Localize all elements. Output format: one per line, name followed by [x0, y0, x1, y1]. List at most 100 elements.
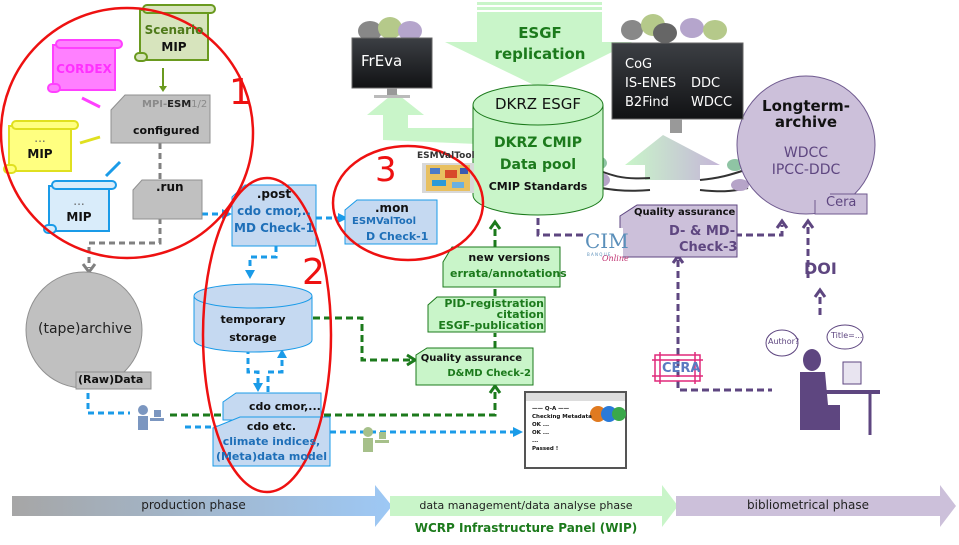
arrowhead — [775, 218, 789, 229]
pid-label: PID-registration citation ESGF-publicati… — [438, 297, 544, 332]
phase-label-bibliometrical: bibliometrical phase — [747, 498, 869, 512]
qa3-line1: D- & MD- — [669, 224, 736, 239]
thought-title: Title=... — [831, 331, 863, 340]
highlight-ellipse-3 — [331, 144, 485, 262]
cordex-arrow — [81, 96, 101, 109]
esgf-replication-arrow — [445, 2, 632, 88]
datapool-label: DKRZ CMIP Data pool — [494, 135, 582, 173]
yellow-mip-arrow — [79, 135, 101, 145]
cim-logo-sub: B A N Q U E — [587, 252, 611, 257]
new-versions-label: new versions errata/annotations — [450, 251, 567, 280]
arrowhead — [338, 213, 348, 223]
marker-3: 3 — [375, 150, 397, 190]
blue-mip-label: ... MIP — [49, 193, 109, 225]
arrowhead — [488, 383, 502, 394]
freva-monitor — [351, 17, 433, 98]
card-cdo-front — [212, 416, 331, 467]
arrowhead — [488, 219, 502, 230]
scroll-yellow-mip — [3, 120, 79, 174]
arrowhead — [277, 349, 287, 358]
arrowhead — [801, 218, 815, 229]
longterm-archive-shape — [736, 75, 876, 215]
post-card-text: .post cdo cmor,.. MD Check-1 — [232, 186, 316, 237]
card-post — [231, 184, 317, 247]
marker-2: 2 — [302, 252, 325, 293]
user-at-desk-icon — [363, 427, 389, 452]
highlight-ellipse-1 — [0, 6, 255, 260]
scenario-label: Scenario — [144, 23, 204, 37]
freva-label: FrEva — [361, 52, 403, 70]
card-qa2 — [415, 347, 534, 386]
yellow-mip-ellipsis: ... — [34, 131, 46, 145]
user-at-desk-icon — [138, 405, 164, 430]
phase-label-production: production phase — [141, 498, 246, 512]
phase-arrow-bibliometrical — [676, 485, 956, 527]
marker-1: 1 — [229, 72, 252, 113]
tape-archive-label: (tape)archive — [38, 321, 132, 337]
arrowhead — [245, 270, 255, 279]
card-pid — [427, 296, 546, 333]
phase-arrow-data-management — [390, 485, 678, 527]
qa2-label: Quality assurance D&MD Check-2 — [420, 353, 531, 379]
footer-wip-label: WCRP Infrastructure Panel (WIP) — [414, 521, 638, 535]
purple-flow-connector — [536, 218, 822, 392]
mon-line2: D Check-1 — [366, 230, 429, 243]
qa-report-text: —— Q-A —— Checking Metadata OK ... OK ..… — [532, 406, 592, 452]
cera-tab: Cera — [826, 195, 857, 210]
qa-report-window — [524, 391, 627, 469]
mon-title: .mon — [375, 201, 409, 215]
plug-purple-icon — [731, 179, 749, 191]
phase-label-data-management: data management/data analyse phase — [419, 499, 633, 512]
cim-logo-script: Online — [602, 254, 629, 263]
temporary-storage-cylinder — [193, 283, 313, 353]
portal-row: CoG — [625, 57, 653, 72]
yellow-mip-text: MIP — [27, 147, 53, 161]
scenario-mip-text: MIP — [161, 40, 187, 54]
arrowhead — [513, 427, 523, 437]
blue-mip-text: MIP — [66, 210, 92, 224]
mon-line1: ESMValTool — [352, 216, 417, 227]
tape-archive-shape — [25, 271, 152, 390]
arrowhead — [406, 353, 418, 367]
highlight-ellipse-2 — [201, 176, 333, 494]
card-run — [132, 179, 203, 220]
blue-flow-connector — [86, 212, 515, 434]
cdo-front-label: cdo etc. climate indices, (Meta)data mod… — [215, 420, 328, 463]
scroll-cordex — [47, 39, 123, 93]
datapool-cylinder — [472, 84, 604, 216]
longterm-archive-title: Longterm- archive — [762, 97, 850, 131]
model-status: configured — [133, 124, 200, 137]
post-line2: MD Check-1 — [234, 221, 314, 235]
esgf-replication-label: ESGF replication — [494, 24, 586, 63]
yellow-mip-label: ... MIP — [9, 130, 71, 162]
phase-arrow-production — [12, 485, 392, 527]
scenario-mip-label: Scenario MIP — [140, 22, 208, 56]
model-flow-connector — [87, 143, 162, 268]
datapool-standards: CMIP Standards — [488, 180, 588, 193]
arrowhead — [813, 287, 827, 298]
model-name: MPI-ESM1/2 — [142, 99, 208, 110]
temp-storage-label: temporary storage — [220, 313, 286, 344]
cim-logo — [583, 228, 623, 261]
portal-monitor — [611, 14, 744, 133]
blue-mip-arrow — [104, 160, 122, 178]
card-qa3 — [619, 204, 738, 258]
run-label: .run — [156, 180, 184, 194]
cordex-label: CORDEX — [56, 62, 112, 76]
cdo-back-label: cdo cmor,... — [249, 400, 321, 413]
thought-author: Author? — [768, 337, 800, 346]
post-title: .post — [256, 187, 292, 201]
arrowhead — [253, 383, 263, 392]
longterm-archive-subtitle: WDCC IPCC-DDC — [771, 145, 841, 178]
doi-label: DOI — [804, 259, 837, 278]
raw-data-tab: (Raw)Data — [78, 373, 144, 386]
card-mon — [344, 199, 438, 245]
qa3-line2: Check-3 — [679, 240, 738, 255]
cera-logo — [652, 352, 703, 384]
freva-up-arrow — [367, 92, 500, 145]
esmvaltool-heatmap-thumbnail — [422, 163, 474, 193]
